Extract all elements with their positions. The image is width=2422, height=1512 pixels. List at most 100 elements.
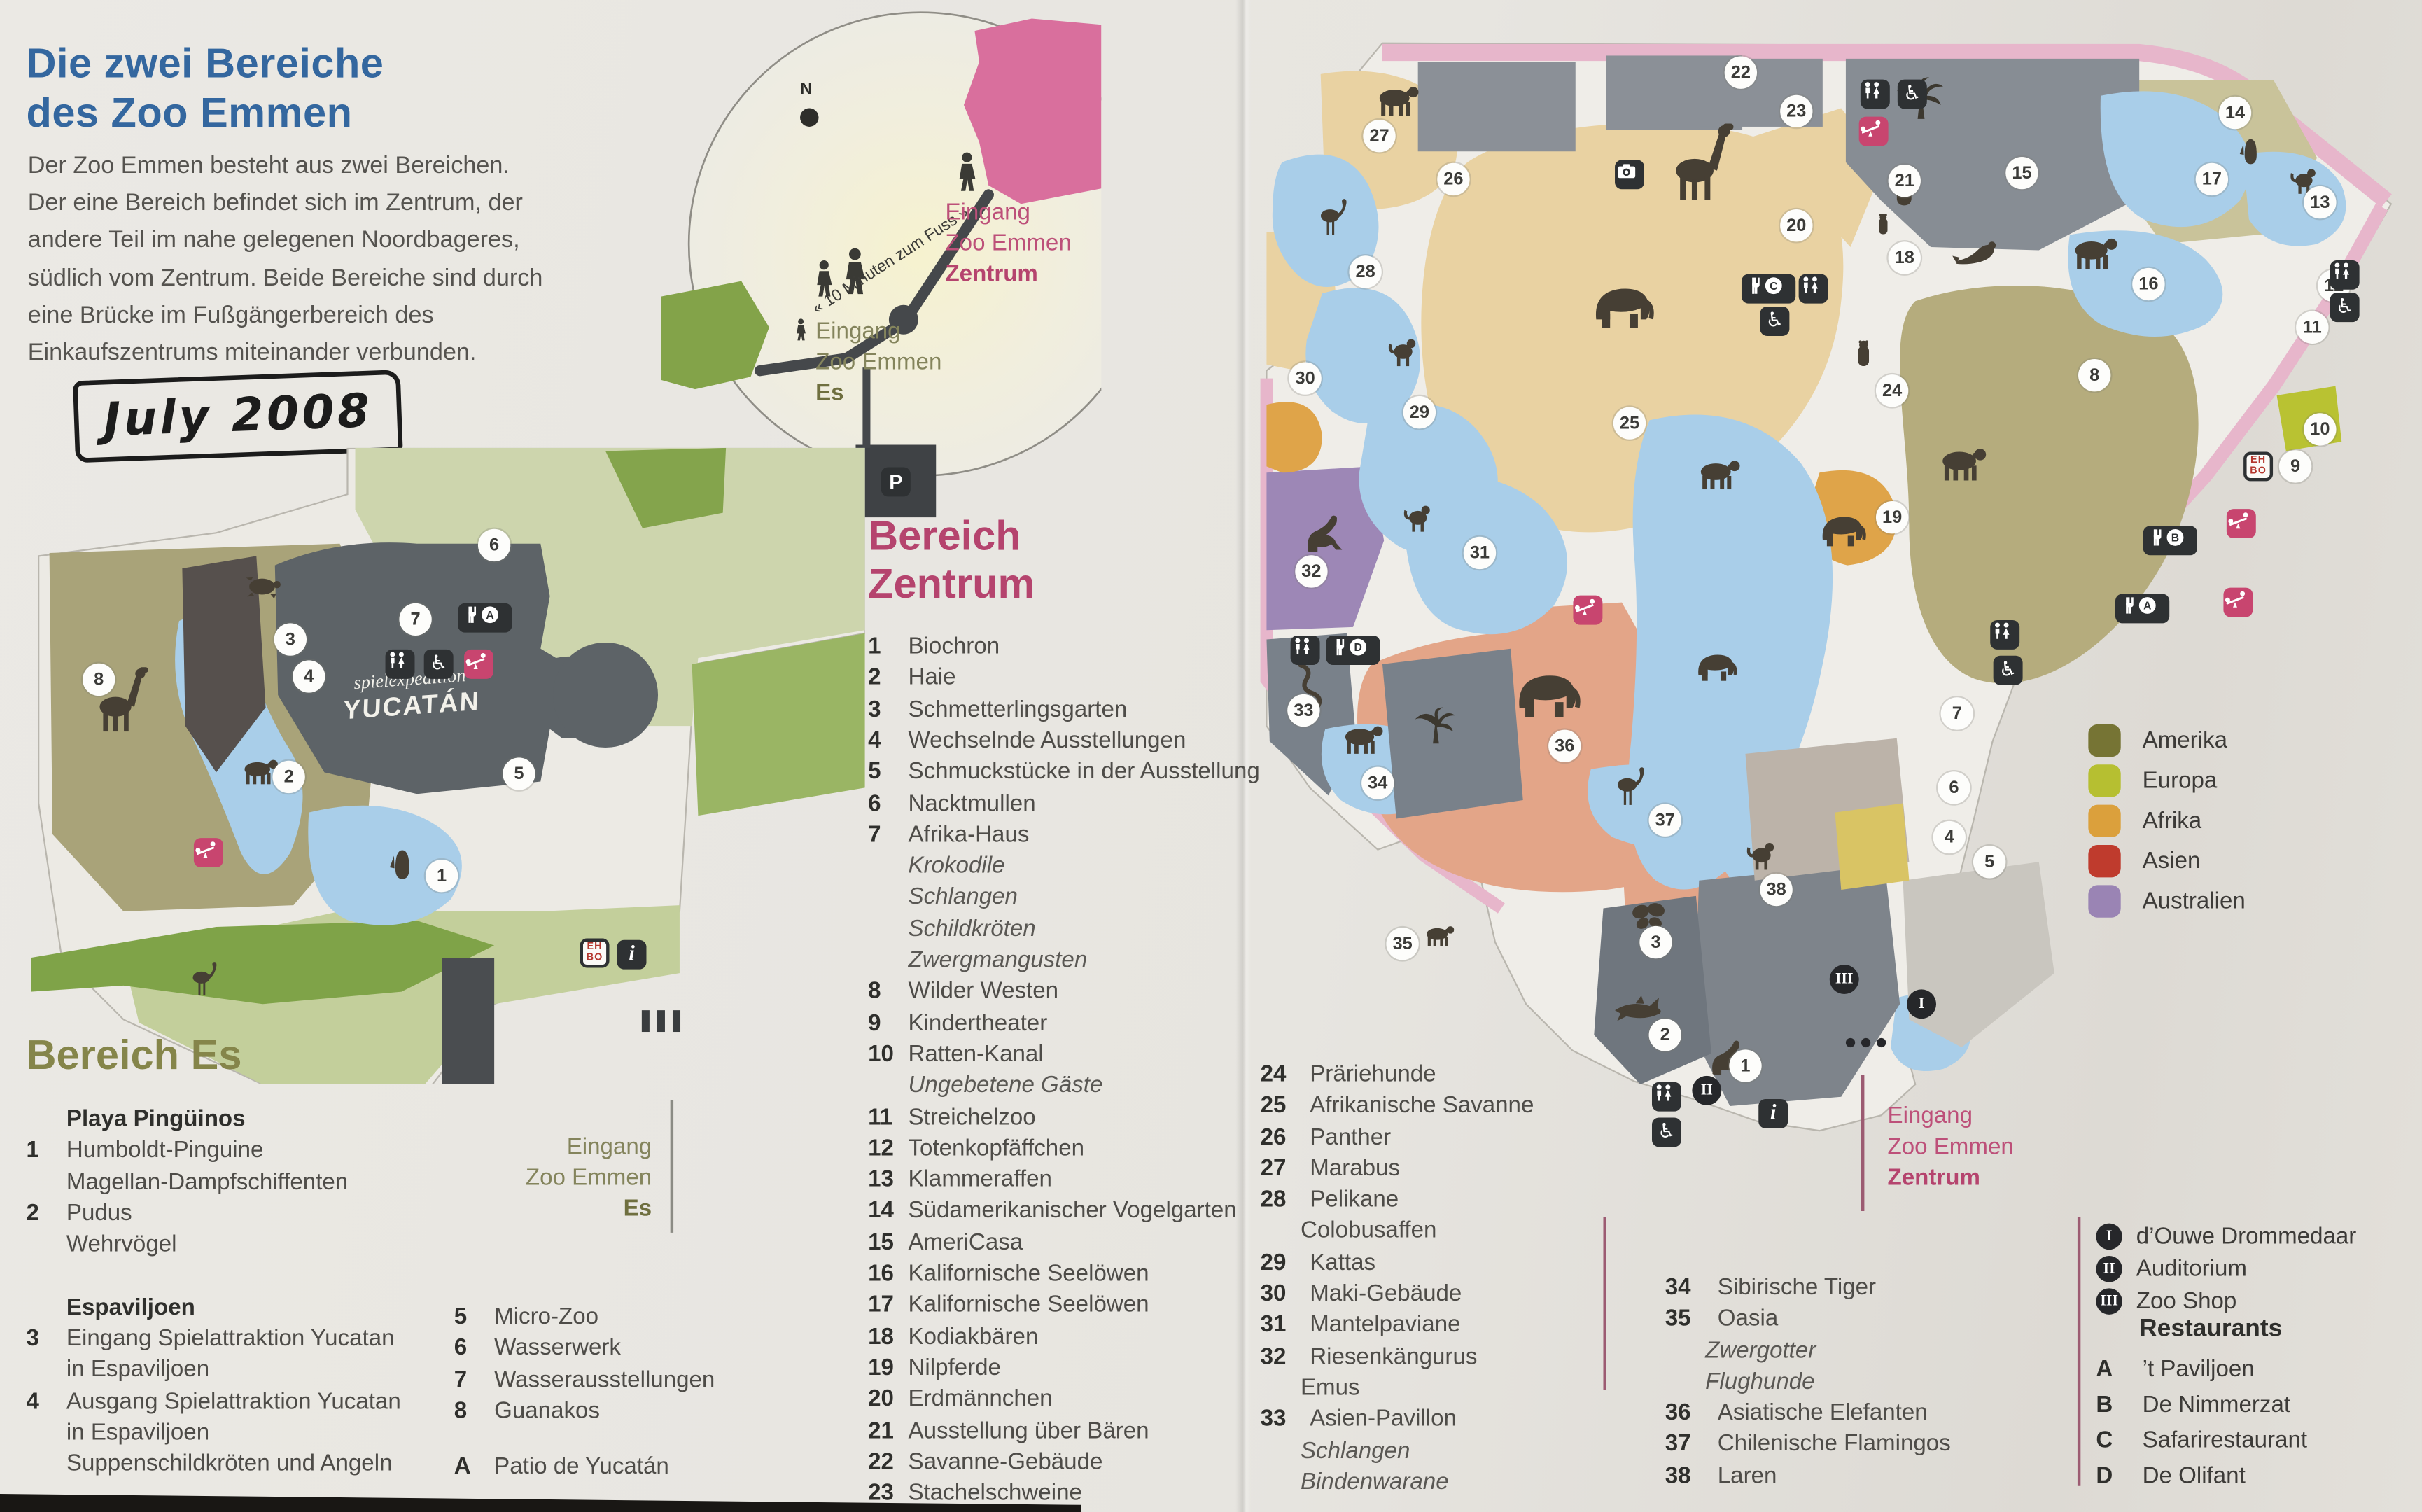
list-num: 8 xyxy=(454,1397,468,1424)
inset-entrance-es-label: Eingang Zoo Emmen Es xyxy=(816,318,942,407)
list-label: d’Ouwe Drommedaar xyxy=(2136,1223,2357,1250)
list-label: Schmetterlingsgarten xyxy=(908,696,1128,723)
fold-crease xyxy=(1236,0,1252,1512)
map-marker-38: 38 xyxy=(1760,873,1793,906)
legend-swatch xyxy=(2088,764,2121,797)
map-marker-25: 25 xyxy=(1613,407,1646,440)
list-label: Totenkopfäffchen xyxy=(908,1135,1085,1162)
list-label: Chilenische Flamingos xyxy=(1717,1431,1951,1457)
toilets-icon xyxy=(1651,1082,1681,1112)
list-num: I xyxy=(2096,1223,2122,1250)
list-num: 6 xyxy=(454,1335,468,1362)
list-num: 21 xyxy=(868,1417,894,1444)
list-item: A’t Paviljoen xyxy=(2096,1356,2307,1392)
map-roman-I: I xyxy=(1907,989,1937,1019)
list-subitem: Magellan-Dampfschiffenten xyxy=(66,1168,349,1196)
list-label: Asiatische Elefanten xyxy=(1717,1399,1928,1427)
list-label: Kalifornische Seelöwen xyxy=(908,1292,1149,1318)
patio-de-yucatan-row: A Patio de Yucatán xyxy=(454,1453,669,1480)
toilets-icon xyxy=(1290,636,1320,665)
restaurant-icon-B: B xyxy=(2143,526,2197,556)
list-label: Ratten-Kanal xyxy=(908,1041,1044,1068)
list-num: II xyxy=(2096,1255,2122,1282)
list-num: 17 xyxy=(868,1292,894,1318)
map-marker-8: 8 xyxy=(2078,359,2111,392)
list-label: Streichelzoo xyxy=(908,1103,1036,1130)
playground-icon xyxy=(464,649,494,679)
list-num: 23 xyxy=(868,1480,894,1506)
playground-icon xyxy=(2226,509,2256,539)
list-num: 18 xyxy=(868,1323,894,1350)
list-subitem-italic: Flughunde xyxy=(1705,1368,1815,1395)
camera-icon xyxy=(1615,160,1644,190)
playground-icon xyxy=(1858,116,1889,146)
map-marker-1: 1 xyxy=(425,859,458,892)
list-num: 5 xyxy=(454,1303,468,1330)
list-item: Europa xyxy=(2088,760,2245,800)
map-marker-35: 35 xyxy=(1386,927,1419,960)
map-marker-15: 15 xyxy=(2005,156,2038,190)
list-label: Afrikanische Savanne xyxy=(1310,1092,1534,1119)
north-label: N xyxy=(800,80,813,99)
map-marker-3: 3 xyxy=(1639,925,1672,959)
list-subitem: in Espaviljoen xyxy=(66,1357,210,1383)
wheelchair-icon: ♿ xyxy=(1897,79,1927,109)
list-num: 12 xyxy=(868,1135,894,1162)
list-subitem: Colobusaffen xyxy=(1300,1217,1437,1245)
es-dark-building xyxy=(182,556,266,773)
zentrum-entrance-divider xyxy=(1861,1074,1864,1211)
yellow-building xyxy=(1835,803,1910,890)
list-item: Australien xyxy=(2088,881,2246,920)
list-num: 32 xyxy=(1260,1343,1287,1370)
es-entrance-divider xyxy=(670,1100,673,1233)
list-label: Savanne-Gebäude xyxy=(908,1448,1103,1475)
restaurant-icon-D: D xyxy=(1326,636,1380,665)
map-marker-9: 9 xyxy=(2278,450,2312,483)
list-label: Panther xyxy=(1310,1124,1392,1151)
list-subitem: Suppenschildkröten und Angeln xyxy=(66,1450,393,1478)
list-subitem-italic: Krokodile xyxy=(908,853,1005,879)
meerkat-silhouette xyxy=(1858,340,1870,366)
list-subitem: Emus xyxy=(1300,1374,1360,1401)
list-label: Eingang Spielattraktion Yucatan xyxy=(66,1325,395,1352)
oasia-building xyxy=(1382,648,1523,819)
list-label: Wilder Westen xyxy=(908,978,1059,1005)
info-icon: i xyxy=(1758,1099,1788,1128)
list-subitem-italic: Zwergotter xyxy=(1705,1337,1816,1364)
list-num: 29 xyxy=(1260,1249,1287,1276)
list-label: Maki-Gebäude xyxy=(1310,1280,1462,1307)
map-marker-6: 6 xyxy=(1938,771,1970,804)
list-divider xyxy=(1603,1217,1606,1390)
list-label: Safarirestaurant xyxy=(2142,1427,2308,1454)
list-label: Zoo Shop xyxy=(2136,1288,2237,1315)
map-marker-18: 18 xyxy=(1888,241,1921,274)
aquarium-building xyxy=(1594,895,1712,1085)
map-marker-10: 10 xyxy=(2304,413,2337,446)
list-num: 7 xyxy=(454,1366,468,1393)
list-label: Australien xyxy=(2142,887,2246,914)
list-num: 6 xyxy=(868,790,881,817)
map-marker-7: 7 xyxy=(399,603,432,636)
legend-divider xyxy=(2077,1217,2080,1486)
list-label: Afrika xyxy=(2142,806,2202,834)
